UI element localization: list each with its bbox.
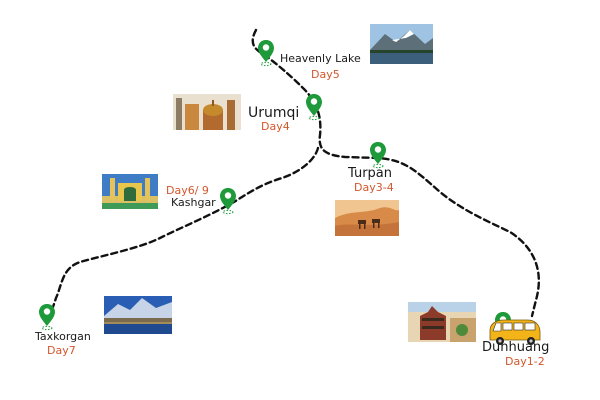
turpan-pin-icon (369, 141, 387, 169)
snow-mountain-lake-photo (104, 296, 172, 334)
yellow-mosque-photo (102, 174, 158, 209)
heavenly-lake-day: Day5 (311, 68, 340, 81)
urumqi-day: Day4 (261, 120, 290, 133)
kashgar-day: Day6/ 9 (166, 184, 209, 197)
taxkorgan-label: Taxkorgan (35, 330, 91, 343)
turpan-label: Turpan (348, 166, 393, 181)
route-line (46, 28, 540, 324)
lake-mountain-photo (370, 24, 433, 64)
dunhuang-day: Day1-2 (505, 355, 545, 368)
taxkorgan-pin-icon (38, 303, 56, 331)
mosque-tower-photo (173, 94, 241, 130)
urumqi-label: Urumqi (248, 105, 300, 121)
kashgar-label: Kashgar (171, 196, 216, 209)
turpan-day: Day3-4 (354, 181, 394, 194)
desert-camel-photo (335, 200, 399, 236)
minibus-icon (489, 319, 541, 345)
grotto-temple-photo (408, 302, 476, 342)
heavenly-lake-label: Heavenly Lake (280, 52, 361, 65)
kashgar-pin-icon (219, 187, 237, 215)
dunhuang-label: Dunhuang (482, 340, 550, 355)
taxkorgan-day: Day7 (47, 344, 76, 357)
